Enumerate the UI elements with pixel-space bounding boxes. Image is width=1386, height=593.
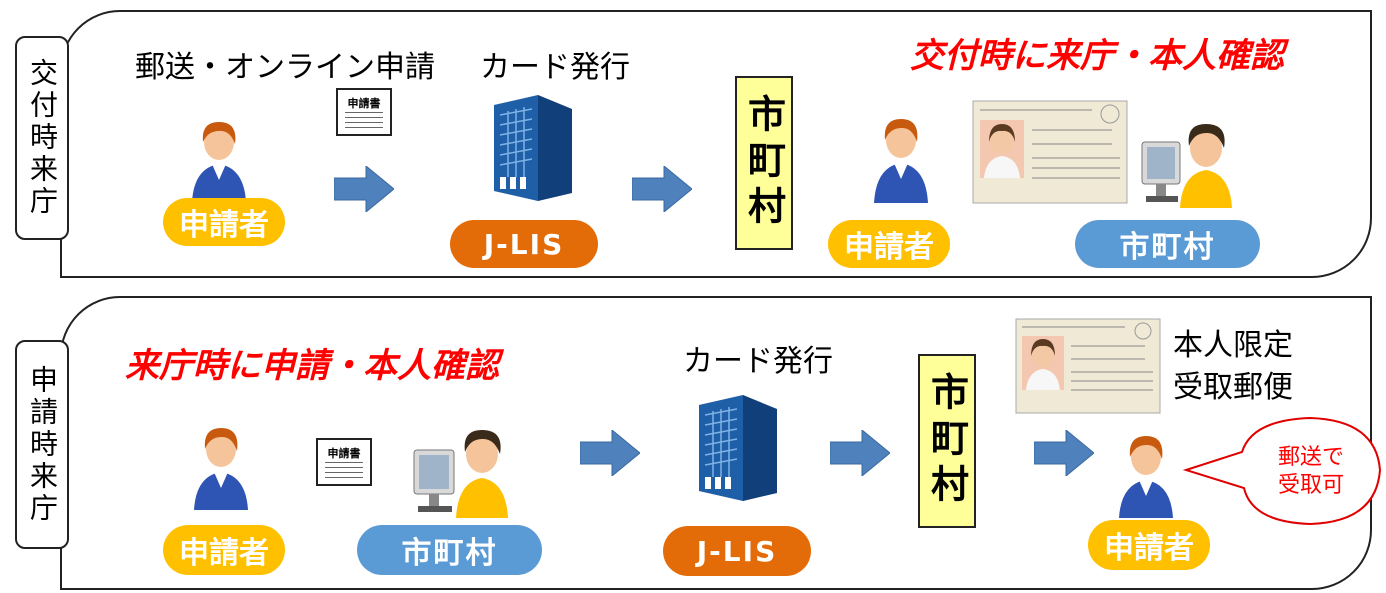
applicant-person-icon <box>192 122 246 202</box>
card-issuance-caption: カード発行 <box>683 344 833 379</box>
clerk-computer-icon <box>413 430 508 518</box>
applicant-badge: 申請者 <box>828 220 950 268</box>
arrow-right-icon <box>830 430 890 476</box>
mail-online-application-caption: 郵送・オンライン申請 <box>135 50 435 85</box>
applicant-person-icon <box>874 119 928 203</box>
applicant-badge: 申請者 <box>163 198 285 246</box>
card-issuance-caption: カード発行 <box>480 50 630 85</box>
building-icon <box>494 95 572 201</box>
application-form-document-icon: 申請書 <box>336 88 392 136</box>
restricted-delivery-caption-line2: 受取郵便 <box>1173 370 1293 405</box>
side-label-delivery-visit: 交付時来庁 <box>15 36 69 240</box>
id-card-icon <box>1015 318 1161 414</box>
clerk-computer-icon <box>1141 124 1232 208</box>
application-form-document-icon: 申請書 <box>316 438 372 486</box>
municipality-box: 市町村 <box>918 354 976 528</box>
city-office-badge: 市町村 <box>1075 220 1260 268</box>
bubble-text-line1: 郵送で <box>1277 445 1344 470</box>
arrow-right-icon <box>334 166 394 212</box>
jlis-badge: J-LIS <box>663 526 811 576</box>
applicant-badge: 申請者 <box>1088 520 1210 570</box>
bubble-text-line2: 受取可 <box>1277 473 1344 498</box>
building-icon <box>699 395 777 501</box>
applicant-person-icon <box>194 428 248 510</box>
delivery-visit-highlight: 交付時に来庁・本人確認 <box>910 36 1284 76</box>
side-label-application-visit: 申請時来庁 <box>15 340 69 549</box>
arrow-right-icon <box>1034 430 1094 476</box>
city-office-badge: 市町村 <box>357 525 542 575</box>
applicant-badge: 申請者 <box>163 525 285 575</box>
application-visit-highlight: 来庁時に申請・本人確認 <box>125 346 499 386</box>
applicant-person-icon <box>1119 436 1173 518</box>
speech-bubble <box>1182 416 1382 526</box>
municipality-box: 市町村 <box>735 76 793 250</box>
arrow-right-icon <box>580 430 640 476</box>
restricted-delivery-caption-line1: 本人限定 <box>1173 328 1293 363</box>
jlis-badge: J-LIS <box>450 220 598 268</box>
arrow-right-icon <box>632 166 692 212</box>
id-card-icon <box>972 100 1128 204</box>
